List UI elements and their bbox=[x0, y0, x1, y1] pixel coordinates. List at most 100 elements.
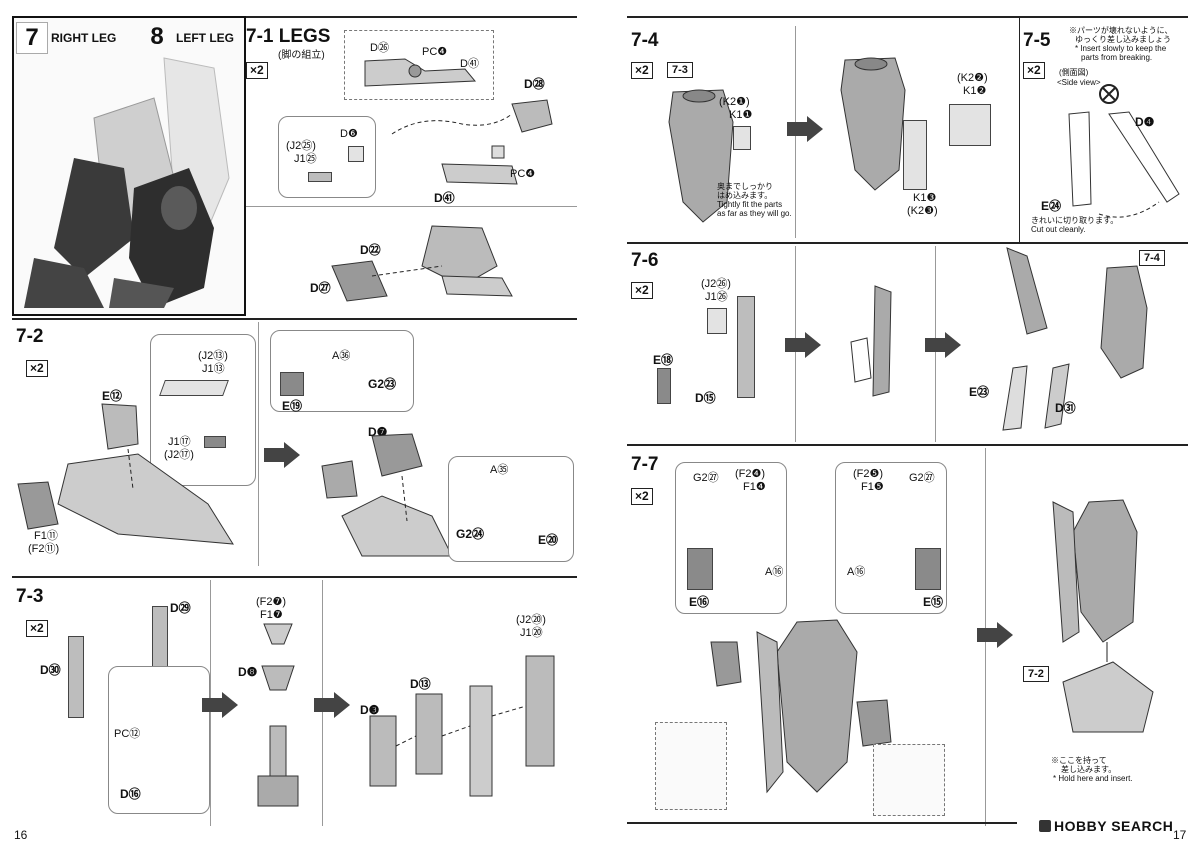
7-4-base-drawing bbox=[668, 89, 734, 223]
part-d30 bbox=[68, 636, 84, 718]
7-1-upper-drawing bbox=[391, 99, 553, 185]
hold-note-jp: ※ここを持って bbox=[1051, 756, 1107, 765]
next-arrow bbox=[264, 442, 300, 468]
7-3-right-drawing bbox=[369, 655, 555, 797]
hold-note-jp2: 差し込みます。 bbox=[1061, 765, 1117, 774]
label-k2-2: (K2❷) bbox=[957, 72, 988, 84]
label-pc4-top: PC❹ bbox=[422, 46, 448, 58]
divider bbox=[258, 322, 259, 566]
step-7-4-qty: ×2 bbox=[631, 62, 653, 79]
label-k1-2: K1❷ bbox=[963, 85, 987, 97]
label-k1-1: K1❶ bbox=[729, 109, 753, 121]
label-f1-11: F1⑪ bbox=[34, 530, 58, 542]
cut-note-jp: きれいに切り取ります。 bbox=[1031, 216, 1119, 225]
label-k1-3: K1❸ bbox=[913, 192, 937, 204]
step-7-6-title: 7-6 bbox=[631, 250, 659, 271]
label-pc12: PC⑫ bbox=[114, 728, 141, 740]
7-6-right-drawing bbox=[1002, 247, 1148, 431]
insert-note-jp: ※パーツが壊れないように、 bbox=[1069, 26, 1173, 35]
hold-note-en: * Hold here and insert. bbox=[1053, 774, 1133, 783]
label-j1-26: J1㉖ bbox=[705, 291, 728, 303]
label-d27: D㉗ bbox=[310, 281, 331, 295]
label-e12: E⑫ bbox=[102, 389, 123, 403]
label-e20: E⑳ bbox=[538, 533, 559, 547]
step-7-5-title: 7-5 bbox=[1023, 30, 1051, 51]
right-leg-label: RIGHT LEG bbox=[51, 31, 117, 45]
leg-photo bbox=[24, 57, 230, 308]
ref-7-2: 7-2 bbox=[1023, 666, 1049, 682]
label-d6: D❻ bbox=[340, 128, 358, 140]
step-7-1-subtitle: (脚の組立) bbox=[278, 50, 325, 61]
label-d15: D⑮ bbox=[695, 391, 716, 405]
fit-note-en2: as far as they will go. bbox=[717, 209, 792, 218]
label-g2-27-a: G2㉗ bbox=[693, 472, 719, 484]
step-7-2-qty: ×2 bbox=[26, 360, 48, 377]
fit-note-jp2: はめ込みます。 bbox=[717, 191, 773, 200]
label-f2-5: (F2❺) bbox=[853, 468, 884, 480]
detail-box-j1-13 bbox=[150, 334, 256, 486]
next-arrow bbox=[202, 692, 238, 718]
step-7-6-qty: ×2 bbox=[631, 282, 653, 299]
label-f2-11: (F2⑪) bbox=[28, 543, 60, 555]
label-j1-20: J1⑳ bbox=[520, 627, 543, 639]
page-number-left: 16 bbox=[14, 828, 28, 842]
7-6-mid-drawing bbox=[850, 285, 892, 397]
detail-box-f1-5 bbox=[835, 462, 947, 614]
label-d4: D❹ bbox=[1135, 115, 1155, 129]
label-a16-b: A⑯ bbox=[847, 566, 866, 578]
step-number-8: 8 bbox=[150, 23, 164, 50]
label-e19: E⑲ bbox=[282, 399, 303, 413]
divider bbox=[627, 16, 1188, 18]
label-d29: D㉙ bbox=[170, 601, 191, 615]
label-d13: D⑬ bbox=[410, 677, 431, 691]
label-d3: D❸ bbox=[360, 703, 380, 717]
label-g2-24: G2㉔ bbox=[456, 527, 485, 541]
part-d6 bbox=[348, 146, 364, 162]
label-j2-26: (J2㉖) bbox=[701, 278, 731, 290]
7-3-mid-drawing bbox=[257, 623, 299, 807]
label-g2-23: G2㉓ bbox=[368, 377, 397, 391]
part-k1-1 bbox=[733, 126, 751, 150]
part-e15 bbox=[915, 548, 941, 590]
label-f1-4: F1❹ bbox=[743, 481, 766, 493]
detail-box-a35 bbox=[448, 456, 574, 562]
label-d41-top: D㊶ bbox=[460, 58, 479, 70]
divider bbox=[627, 822, 1017, 824]
divider bbox=[246, 206, 577, 207]
detail-box-f1-4 bbox=[675, 462, 787, 614]
detail-box-top bbox=[344, 30, 494, 100]
side-view-en: <Side view> bbox=[1057, 78, 1101, 87]
label-j2-13: (J2⑬) bbox=[198, 350, 228, 362]
part-k1-3 bbox=[903, 120, 927, 190]
step-7-7-title: 7-7 bbox=[631, 454, 659, 475]
label-e24: E㉔ bbox=[1041, 199, 1062, 213]
label-g2-27-b: G2㉗ bbox=[909, 472, 935, 484]
insert-note-jp2: ゆっくり差し込みましょう bbox=[1075, 35, 1171, 44]
7-1-lower-drawing bbox=[331, 225, 513, 302]
label-d28: D㉘ bbox=[524, 77, 545, 91]
cut-note-en: Cut out cleanly. bbox=[1031, 225, 1086, 234]
label-a36: A㊱ bbox=[332, 350, 351, 362]
label-pc4-mid: PC❹ bbox=[510, 168, 536, 180]
insert-note-en: * Insert slowly to keep the bbox=[1075, 44, 1167, 53]
label-a35: A㉟ bbox=[490, 464, 509, 476]
label-a16-a: A⑯ bbox=[765, 566, 784, 578]
label-d26: D㉖ bbox=[370, 42, 389, 54]
part-main-7-6 bbox=[737, 296, 755, 398]
7-2-right-drawing bbox=[321, 433, 453, 557]
label-f2-7: (F2❼) bbox=[256, 596, 287, 608]
side-view-jp: (側面図) bbox=[1059, 68, 1089, 77]
detail-box-pc12 bbox=[108, 666, 210, 814]
label-k2-1: (K2❶) bbox=[719, 96, 750, 108]
label-e15: E⑮ bbox=[923, 595, 944, 609]
hip-detail-drawing bbox=[364, 58, 477, 87]
step-7-3-title: 7-3 bbox=[16, 586, 44, 607]
7-7-result-drawing bbox=[1052, 499, 1154, 733]
7-2-left-drawing bbox=[17, 403, 234, 545]
label-e16: E⑯ bbox=[689, 595, 710, 609]
divider bbox=[627, 444, 1188, 446]
next-arrow bbox=[977, 622, 1013, 648]
label-j2-17: (J2⑰) bbox=[164, 449, 194, 461]
page-number-right: 17 bbox=[1173, 828, 1187, 842]
divider bbox=[244, 16, 577, 18]
